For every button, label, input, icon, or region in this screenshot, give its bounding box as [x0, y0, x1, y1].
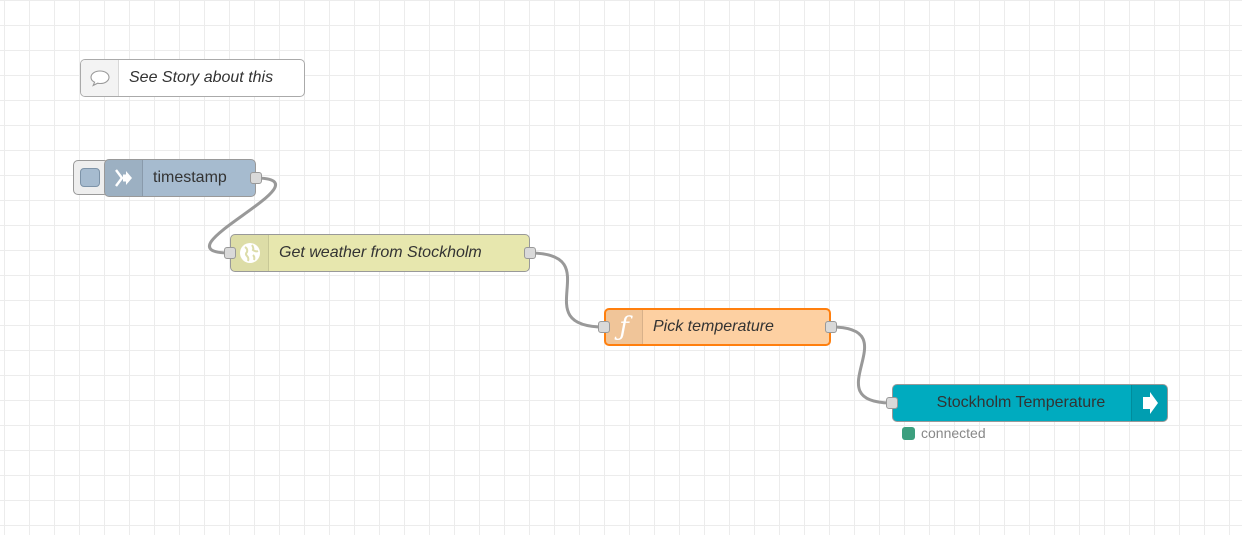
comment-node[interactable]: See Story about this	[80, 59, 305, 97]
status-text: connected	[921, 425, 986, 441]
arrow-in-icon	[105, 160, 143, 196]
output-node-status: connected	[902, 425, 986, 441]
http-request-node-input-port[interactable]	[224, 247, 236, 259]
inject-node-timestamp[interactable]: timestamp	[104, 159, 262, 197]
function-icon: ƒ	[606, 310, 643, 344]
wire-timestamp-to-http[interactable]	[208, 176, 277, 255]
function-node-pick-temperature[interactable]: ƒ Pick temperature	[598, 308, 837, 346]
wire-function-to-output[interactable]	[830, 325, 893, 405]
output-node-input-port[interactable]	[886, 397, 898, 409]
globe-icon	[231, 235, 269, 271]
http-request-node-label: Get weather from Stockholm	[279, 244, 482, 261]
function-node-label: Pick temperature	[653, 318, 774, 335]
http-request-node-output-port[interactable]	[524, 247, 536, 259]
wire-http-to-function[interactable]	[529, 251, 605, 329]
inject-trigger-button-face	[80, 168, 100, 187]
status-dot-icon	[902, 426, 915, 440]
arrow-out-icon	[1131, 385, 1167, 421]
output-node-label: Stockholm Temperature	[936, 394, 1106, 411]
comment-icon	[81, 60, 119, 96]
inject-node-label: timestamp	[153, 169, 227, 186]
function-node-input-port[interactable]	[598, 321, 610, 333]
function-icon-glyph: ƒ	[619, 312, 629, 342]
inject-trigger-button[interactable]	[73, 160, 109, 195]
comment-node-label: See Story about this	[129, 69, 274, 86]
output-node-stockholm-temperature[interactable]: Stockholm Temperature	[886, 384, 1168, 422]
function-node-output-port[interactable]	[825, 321, 837, 333]
inject-node-output-port[interactable]	[250, 172, 262, 184]
http-request-node[interactable]: Get weather from Stockholm	[224, 234, 536, 272]
